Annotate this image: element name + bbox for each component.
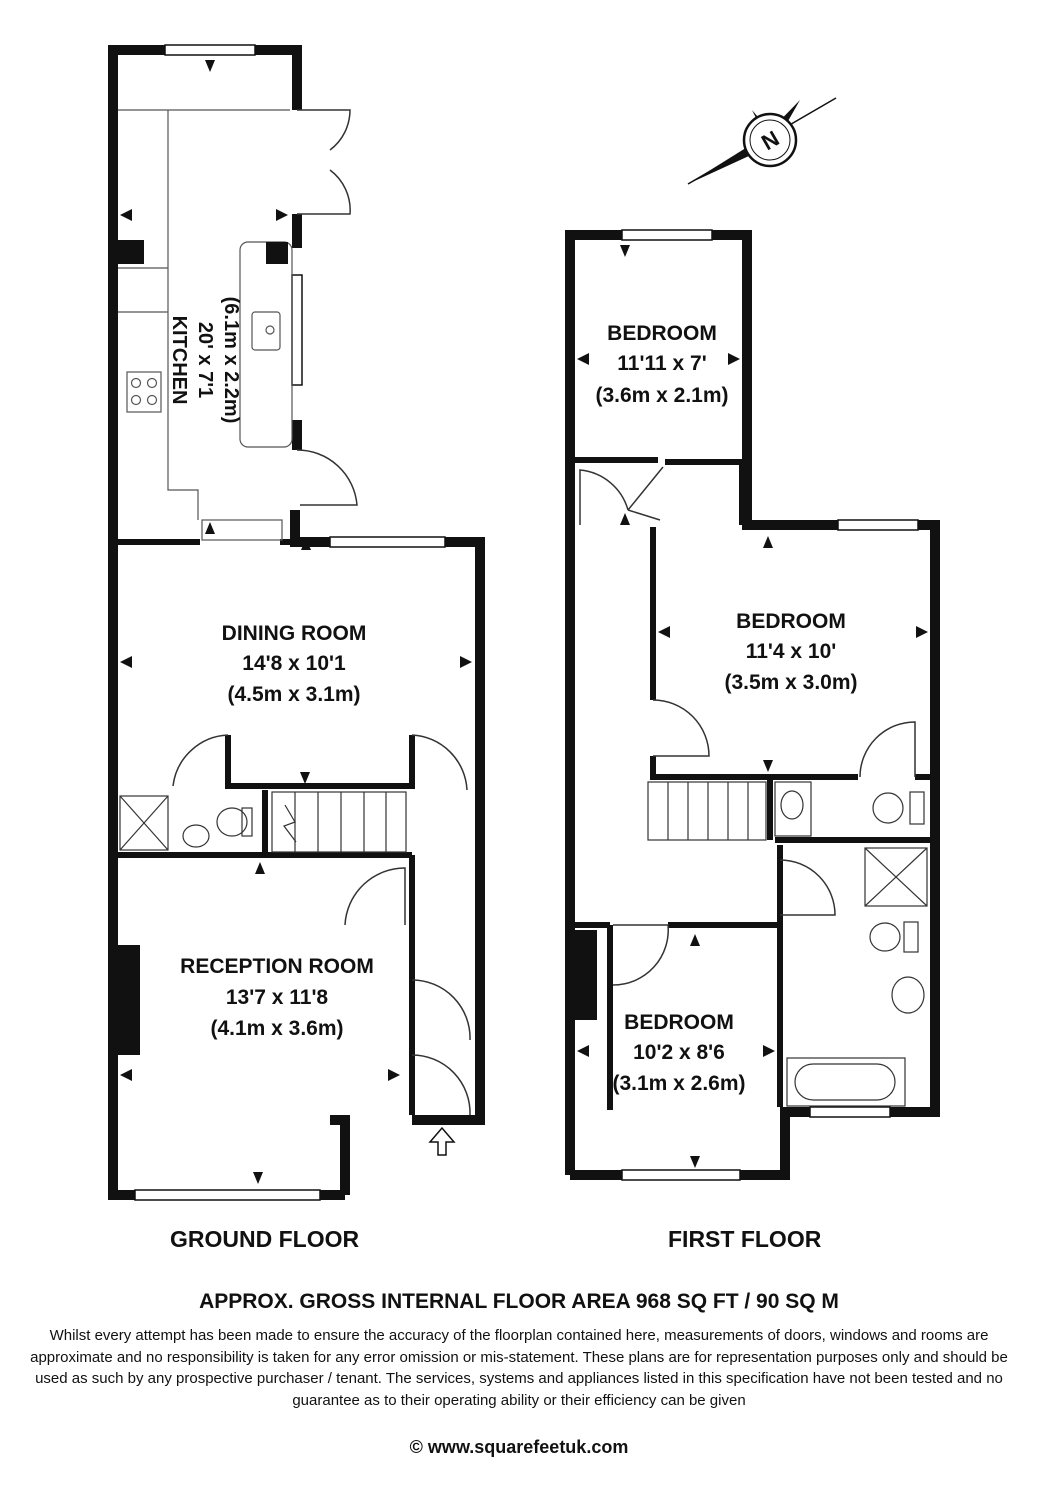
kitchen-worktops xyxy=(118,109,293,520)
wardrobe xyxy=(575,930,597,1020)
fireplace xyxy=(118,945,140,1055)
bedroom-top-name: BEDROOM xyxy=(607,322,717,345)
kitchen-pillar xyxy=(118,240,144,264)
bedroom-top-dims-metric: (3.6m x 2.1m) xyxy=(595,384,728,407)
kitchen-label: KITCHEN 20' x 7'1 (6.1m x 2.2m) xyxy=(168,297,242,424)
ground-floor-doors xyxy=(172,109,471,1116)
dining-room-dims-metric: (4.5m x 3.1m) xyxy=(227,683,360,706)
bedroom-bottom-dims-imperial: 10'2 x 8'6 xyxy=(633,1041,725,1064)
gross-internal-area: APPROX. GROSS INTERNAL FLOOR AREA 968 SQ… xyxy=(199,1290,839,1313)
first-floor-internal-walls xyxy=(575,457,932,1110)
first-floor-bathroom-fixtures xyxy=(774,781,928,1107)
ground-floor-internal-walls xyxy=(113,539,415,1115)
kitchen-dims-metric: (6.1m x 2.2m) xyxy=(220,297,242,424)
floor-plan: KITCHEN 20' x 7'1 (6.1m x 2.2m) DINING R… xyxy=(108,44,940,1201)
bedroom-top-dims-imperial: 11'11 x 7' xyxy=(617,352,706,375)
reception-room-dims-imperial: 13'7 x 11'8 xyxy=(226,986,329,1009)
ground-floor-windows xyxy=(134,44,446,1201)
copyright-link[interactable]: © www.squarefeetuk.com xyxy=(409,1437,629,1457)
first-floor-stairs xyxy=(647,781,767,841)
first-floor-plan: BEDROOM 11'11 x 7' (3.6m x 2.1m) BEDROOM… xyxy=(565,229,940,1181)
ground-floor-label: GROUND FLOOR xyxy=(170,1226,360,1252)
ground-floor-stairs xyxy=(271,791,407,853)
first-floor-windows xyxy=(621,229,919,1181)
ground-floor-shower-room xyxy=(119,795,253,851)
bedroom-bottom-name: BEDROOM xyxy=(624,1011,734,1034)
kitchen-name: KITCHEN xyxy=(168,316,190,405)
ground-floor-plan: KITCHEN 20' x 7'1 (6.1m x 2.2m) DINING R… xyxy=(108,44,485,1201)
reception-room-name: RECEPTION ROOM xyxy=(180,955,374,978)
bedroom-middle-dims-imperial: 11'4 x 10' xyxy=(746,640,837,663)
first-floor-dimension-arrows xyxy=(577,245,928,1168)
bedroom-middle-name: BEDROOM xyxy=(736,610,846,633)
entrance-arrow-icon xyxy=(428,1126,456,1156)
disclaimer-text: Whilst every attempt has been made to en… xyxy=(30,1327,1008,1409)
dining-room-dims-imperial: 14'8 x 10'1 xyxy=(242,652,346,675)
kitchen-threshold xyxy=(201,519,283,541)
first-floor-doors xyxy=(579,466,916,986)
kitchen-dims-imperial: 20' x 7'1 xyxy=(194,322,216,398)
compass-icon: N xyxy=(687,97,837,185)
dining-room-name: DINING ROOM xyxy=(222,622,367,645)
first-floor-walls xyxy=(565,230,940,1180)
kitchen-pillar xyxy=(266,242,288,264)
reception-room-dims-metric: (4.1m x 3.6m) xyxy=(210,1017,343,1040)
first-floor-label: FIRST FLOOR xyxy=(668,1226,822,1252)
bedroom-bottom-dims-metric: (3.1m x 2.6m) xyxy=(612,1072,745,1095)
bedroom-middle-dims-metric: (3.5m x 3.0m) xyxy=(724,671,857,694)
ground-floor-dimension-arrows xyxy=(120,60,472,1184)
